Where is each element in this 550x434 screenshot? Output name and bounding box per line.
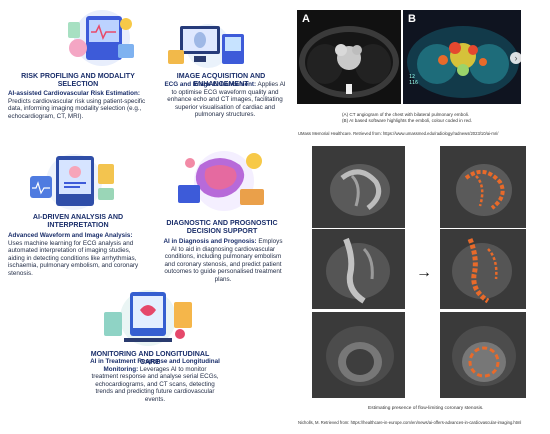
- card-analysis-title: AI-DRIVEN ANALYSIS AND INTERPRETATION: [32, 213, 124, 230]
- card-acquisition-body: ECG and Image Enhancement: Applies AI to…: [163, 81, 287, 119]
- ct-right-2: [440, 229, 526, 309]
- ct-right-3: [440, 312, 526, 398]
- caption-a: (A) CT angiogram of the chest with bilat…: [342, 112, 470, 117]
- ct-image-a: [299, 26, 399, 98]
- image-acquisition-illustration: [160, 20, 252, 70]
- card-analysis-text: Uses machine learning for ECG analysis a…: [8, 239, 139, 277]
- card-diagnostic-body: AI in Diagnosis and Prognosis: Employs A…: [160, 238, 286, 284]
- card-monitoring-title: MONITORING AND LONGITUDINAL CARE: [90, 350, 210, 367]
- card-analysis-body: Advanced Waveform and Image Analysis: Us…: [8, 232, 148, 278]
- card-acquisition-title: IMAGE ACQUISITION AND ENHANCEMENT: [176, 72, 266, 89]
- card-monitoring-subtitle: AI in Treatment Response and Longitudina…: [90, 358, 220, 373]
- ct-panel-b: B 12 116: [403, 10, 521, 104]
- caption-b: (B) AI based software highlights the emb…: [342, 118, 472, 123]
- overlay-line-2: 116: [409, 80, 419, 86]
- card-risk-text: Predicts cardiovascular risk using patie…: [8, 97, 146, 120]
- card-risk-title: RISK PROFILING AND MODALITY SELECTION: [21, 72, 135, 89]
- card-diagnostic-text: Employs AI to aid in diagnosing cardiova…: [164, 238, 283, 283]
- comparison-arrow: →: [416, 264, 432, 281]
- ct-right-1: [440, 146, 526, 228]
- source-1: UMass Memorial Healthcare. Retrieved fro…: [298, 131, 499, 136]
- ai-analysis-illustration: [22, 150, 122, 212]
- carousel-next-button[interactable]: ›: [510, 52, 522, 64]
- card-diagnostic-title: DIAGNOSTIC AND PROGNOSTIC DECISION SUPPO…: [166, 219, 278, 236]
- card-acquisition-text: Applies AI to optimise ECG waveform qual…: [167, 81, 286, 119]
- ct-panel-a: A: [297, 10, 401, 104]
- card-diagnostic-subtitle: AI in Diagnosis and Prognosis:: [163, 238, 257, 245]
- ct-left-1: [312, 146, 405, 228]
- panel-b-label: B: [408, 13, 416, 25]
- card-risk-body: AI-assisted Cardiovascular Risk Estimati…: [8, 90, 148, 120]
- ct-left-2: [312, 229, 405, 309]
- ct-left-3: [312, 312, 405, 398]
- overlay-readout: 12 116: [409, 74, 418, 86]
- card-risk-subtitle: AI-assisted Cardiovascular Risk Estimati…: [8, 90, 140, 97]
- panel-a-label: A: [302, 13, 310, 25]
- diagnostic-illustration: [170, 145, 274, 215]
- card-acquisition-subtitle: ECG and Image Enhancement:: [164, 81, 257, 88]
- overlay-line-1: 12: [409, 74, 416, 80]
- stenosis-caption: Estimating presence of flow-limiting cor…: [368, 406, 484, 411]
- ct-image-b: [407, 26, 519, 98]
- card-analysis-subtitle: Advanced Waveform and Image Analysis:: [8, 232, 133, 239]
- card-monitoring-body: AI in Treatment Response and Longitudina…: [90, 358, 220, 404]
- monitoring-illustration: [96, 288, 200, 348]
- source-2: Nicholls, M. Retrieved from: https://hea…: [298, 420, 522, 425]
- card-monitoring-text: Leverages AI to monitor treatment respon…: [91, 365, 219, 403]
- risk-profiling-illustration: [60, 8, 142, 70]
